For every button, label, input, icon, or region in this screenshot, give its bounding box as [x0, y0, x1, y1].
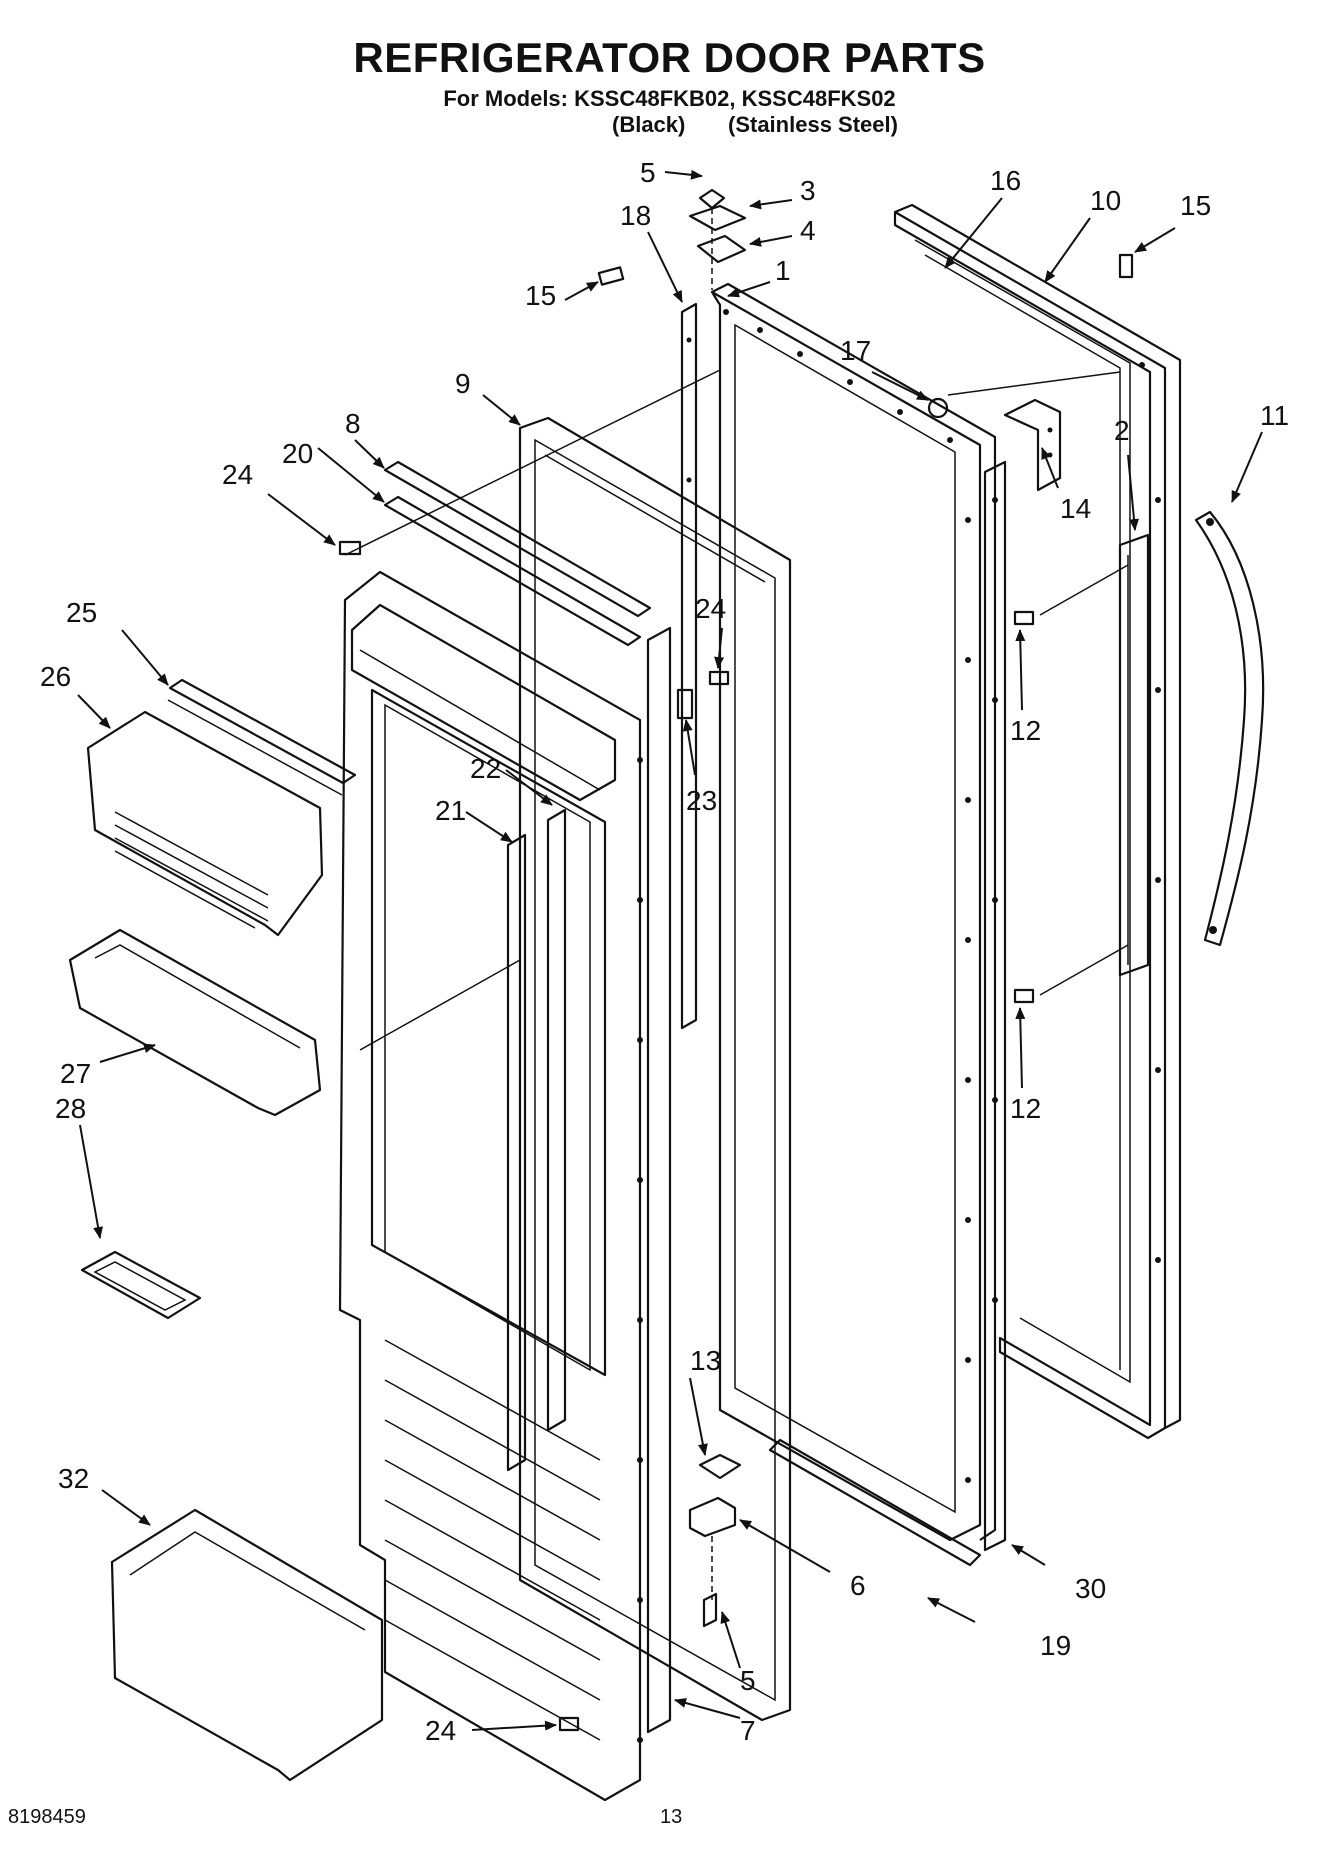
top-trim-strips — [383, 460, 652, 647]
callout-26: 26 — [40, 661, 71, 692]
callout-19: 19 — [1040, 1630, 1071, 1661]
callout-17: 17 — [840, 335, 871, 366]
callout-15-right: 15 — [1180, 190, 1211, 221]
callout-20: 20 — [282, 438, 313, 469]
door-panel-edge — [646, 626, 672, 1734]
screws — [338, 253, 1134, 1732]
door-outer-panel — [893, 203, 1182, 1440]
callout-27: 27 — [60, 1058, 91, 1089]
bin-trim — [167, 678, 357, 796]
callout-25: 25 — [66, 597, 97, 628]
callout-10: 10 — [1090, 185, 1121, 216]
callout-labels: 1 2 3 4 5 5 6 7 8 9 10 11 12 12 13 14 15… — [40, 157, 1289, 1746]
callout-8: 8 — [345, 408, 361, 439]
callout-12-bottom: 12 — [1010, 1093, 1041, 1124]
callout-32: 32 — [58, 1463, 89, 1494]
callout-1: 1 — [775, 255, 791, 286]
callout-6: 6 — [850, 1570, 866, 1601]
shelf-rail-right — [546, 808, 567, 1432]
models-line: For Models: KSSC48FKB02, KSSC48FKS02 — [443, 86, 896, 111]
callout-5-top: 5 — [640, 157, 656, 188]
bottom-hinge-assembly — [688, 1453, 742, 1628]
callout-24-middle: 24 — [695, 593, 726, 624]
variant-black-label: (Black) — [612, 112, 686, 137]
callout-28: 28 — [55, 1093, 86, 1124]
document-id: 8198459 — [8, 1806, 86, 1828]
outer-gasket — [924, 254, 1121, 1370]
callout-16: 16 — [990, 165, 1021, 196]
door-bin — [68, 928, 322, 1117]
top-hinge-assembly — [688, 188, 747, 290]
callout-21: 21 — [435, 795, 466, 826]
callout-7: 7 — [740, 1715, 756, 1746]
page-title: REFRIGERATOR DOOR PARTS — [353, 34, 986, 81]
vertical-strip — [680, 302, 698, 1030]
callout-18: 18 — [620, 200, 651, 231]
callout-9: 9 — [455, 368, 471, 399]
callout-14: 14 — [1060, 493, 1091, 524]
callout-11: 11 — [1260, 400, 1289, 431]
callout-5-bottom: 5 — [740, 1665, 756, 1696]
bottom-strip — [768, 1438, 982, 1567]
callout-15-left: 15 — [525, 280, 556, 311]
callout-12-top: 12 — [1010, 715, 1041, 746]
callout-3: 3 — [800, 175, 816, 206]
inner-gasket-frame — [518, 416, 792, 1722]
large-door-bin — [110, 1508, 384, 1782]
shelf-rail-left — [506, 833, 527, 1472]
small-tray — [80, 1250, 202, 1320]
callout-4: 4 — [800, 215, 816, 246]
variant-stainless-label: (Stainless Steel) — [728, 112, 898, 137]
door-handle — [1194, 510, 1265, 947]
callout-30: 30 — [1075, 1573, 1106, 1604]
callout-23: 23 — [686, 785, 717, 816]
callout-22: 22 — [470, 753, 501, 784]
callout-13: 13 — [690, 1345, 721, 1376]
callout-24-bottom: 24 — [425, 1715, 456, 1746]
dairy-compartment — [86, 710, 324, 937]
leader-lines — [77, 169, 1263, 1731]
hinge-bracket-top — [1003, 398, 1062, 492]
callout-24-upper-left: 24 — [222, 459, 253, 490]
callout-2: 2 — [1114, 415, 1130, 446]
door-liner-frame — [710, 282, 997, 1542]
handle-bracket — [1118, 533, 1150, 977]
page-number: 13 — [660, 1806, 683, 1828]
